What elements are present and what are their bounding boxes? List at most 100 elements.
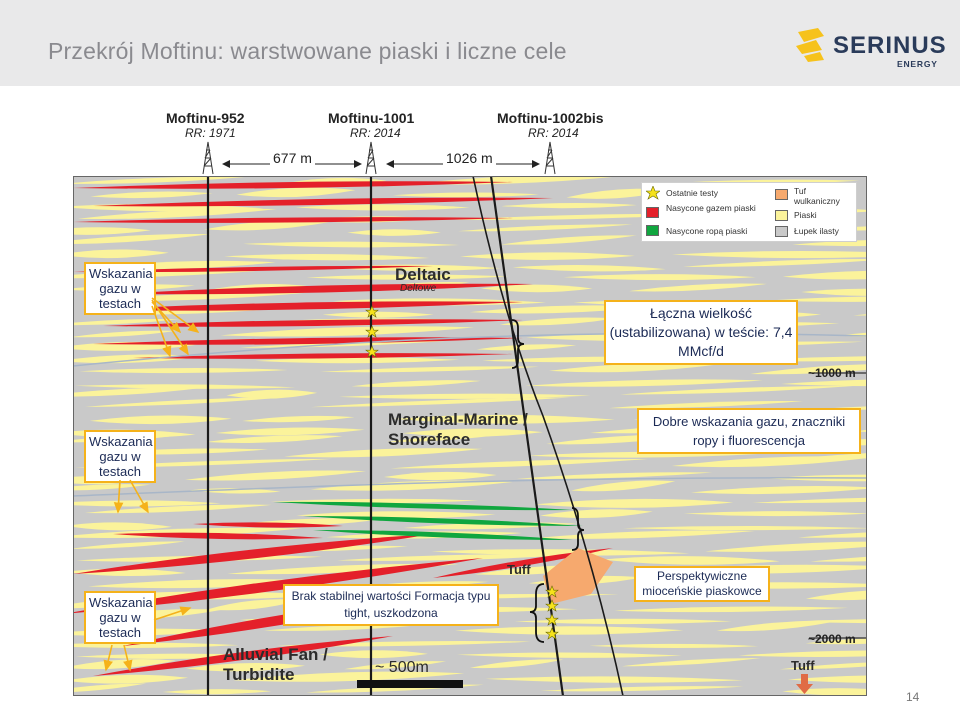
sand-lens [243, 241, 459, 248]
sand-lens [73, 176, 248, 184]
gas-sand [73, 265, 433, 273]
sand-lens [798, 532, 867, 538]
sand-lens [204, 220, 334, 231]
sand-lens [705, 541, 867, 552]
well-name-1001: Moftinu-1001 [328, 110, 415, 126]
sand-lens [344, 661, 446, 670]
oil-sand-layers [273, 501, 583, 540]
zone-deltaic: Deltaic [395, 265, 451, 284]
sand-lens [501, 202, 637, 209]
sand-lens [514, 618, 732, 625]
sand-lens [351, 380, 481, 387]
sand-lens [337, 554, 576, 561]
legend-oil: Nasycone ropą piaski [666, 226, 748, 236]
distance-2: 1026 m [443, 150, 496, 166]
tuff-label-2: Tuff [791, 658, 815, 673]
sand-lens [589, 643, 759, 649]
callout-tight: Brak stabilnej wartości Formacja typu ti… [283, 584, 499, 626]
sand-lens [512, 264, 666, 272]
sand-lens [458, 224, 633, 232]
sand-lens [73, 683, 147, 693]
tuff-label-1: Tuff [507, 562, 531, 577]
sand-lens [73, 674, 189, 684]
distance-1: 677 m [270, 150, 315, 166]
sand-lens [284, 448, 483, 458]
sand-lens [263, 625, 416, 631]
star-icon [545, 627, 559, 640]
legend-shale-swatch [775, 226, 788, 237]
gas-sand [113, 532, 323, 540]
legend-tuff-swatch [775, 189, 788, 200]
sand-lens [75, 384, 296, 389]
callout-gas-tests-3: Wskazania gazu w testach [84, 591, 156, 644]
sand-lens [73, 541, 185, 549]
callout-gas-tests-2: Wskazania gazu w testach [84, 430, 156, 483]
sand-lens [716, 621, 834, 632]
sand-lens [810, 556, 867, 562]
sand-lens [386, 433, 507, 442]
sand-lens [242, 415, 355, 423]
tuff-body [543, 548, 613, 604]
sand-lens [73, 227, 151, 235]
star-icon [545, 613, 559, 626]
sand-lens [319, 650, 428, 659]
sand-lens [189, 488, 281, 494]
fault-line [472, 176, 624, 696]
sand-lens [220, 326, 474, 337]
logo-name: SERINUS [833, 32, 947, 59]
zone-boundary [73, 477, 867, 497]
well-rr-1002bis: RR: 2014 [528, 126, 579, 140]
sand-lens [750, 364, 867, 375]
callout-total-flow: Łączna wielkość (ustabilizowana) w teści… [604, 300, 798, 365]
well-name-1002bis: Moftinu-1002bis [497, 110, 604, 126]
sand-lens [609, 401, 804, 409]
sand-lens [186, 663, 305, 672]
star-icon [365, 325, 379, 338]
sand-lens [339, 393, 591, 399]
derrick-icon [544, 141, 556, 175]
sand-lens [571, 480, 676, 492]
sand-lens [89, 415, 232, 425]
gas-sand [73, 217, 513, 223]
well-rr-1001: RR: 2014 [350, 126, 401, 140]
zone-alluvial-fan: Alluvial Fan / Turbidite [223, 645, 328, 684]
sand-lens [629, 283, 767, 292]
sand-lens [540, 509, 653, 518]
braces [511, 319, 585, 643]
sand-lens [485, 676, 743, 683]
star-icon [646, 186, 660, 200]
depth-2000: ~2000 m [808, 632, 856, 646]
sand-lens [752, 497, 867, 504]
sand-lens [90, 191, 213, 199]
gas-sand [133, 353, 513, 359]
scale-bar [357, 680, 463, 688]
legend-gas: Nasycone gazem piaski [666, 203, 756, 213]
oil-sand [303, 516, 583, 526]
sand-lens [311, 397, 571, 408]
sand-lens [236, 187, 356, 198]
zone-deltaic-pl: Deltowe [400, 283, 437, 294]
sand-lens [73, 522, 173, 531]
star-icon [545, 585, 559, 598]
sand-lens [620, 386, 854, 395]
sand-lens [738, 650, 867, 657]
sand-lens [162, 689, 272, 695]
sand-lens [500, 235, 637, 245]
sand-lens [255, 357, 460, 364]
sand-lens [787, 619, 867, 624]
sand-lens [73, 387, 205, 397]
derrick-icon [202, 141, 214, 175]
sand-lens [782, 270, 867, 280]
legend-sand: Piaski [794, 210, 817, 220]
sand-lens [476, 344, 577, 351]
sand-lens [393, 414, 615, 424]
sand-lens [623, 526, 867, 531]
sand-lens [534, 530, 755, 539]
sand-lens [683, 511, 867, 517]
sand-lens [540, 686, 744, 692]
sand-lens [73, 234, 211, 244]
star-icon [545, 599, 559, 612]
sand-lens [460, 252, 635, 260]
sand-lens [205, 435, 343, 443]
callout-good-gas: Dobre wskazania gazu, znaczniki ropy i f… [637, 408, 861, 454]
